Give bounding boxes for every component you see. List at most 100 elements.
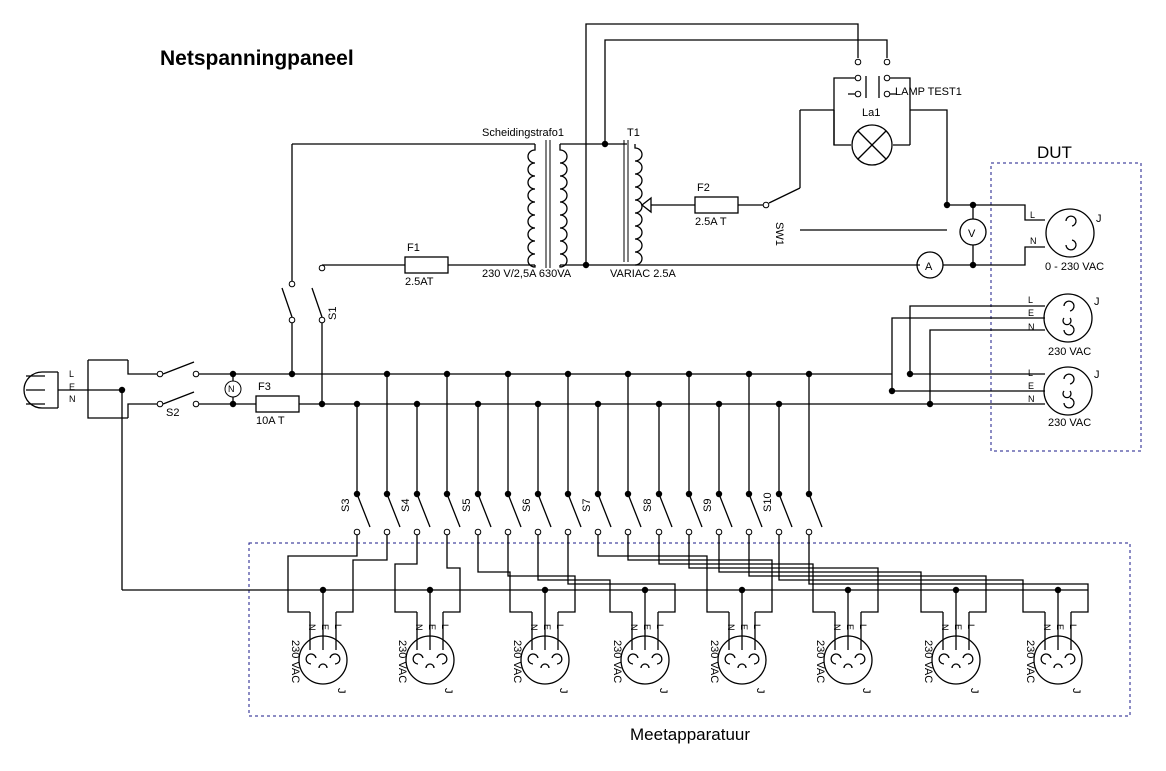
- f3-value: 10A T: [256, 415, 285, 427]
- meet-j-1: J: [335, 688, 347, 694]
- lamp-test-label: LAMP TEST1: [895, 86, 962, 98]
- dut-l-wire: [947, 204, 1045, 221]
- meet-j-4: J: [657, 688, 669, 694]
- sw1-switch: [738, 109, 834, 209]
- dut-label: DUT: [1037, 143, 1072, 162]
- dut1-pin-l: L: [1030, 210, 1035, 220]
- f2-ref: F2: [697, 182, 710, 194]
- input-cord: [58, 359, 160, 590]
- meet-voltage-8: 230 VAC: [1024, 640, 1036, 683]
- meet-voltage-3: 230 VAC: [511, 640, 523, 683]
- meet-pin-e-1: E: [320, 624, 330, 630]
- input-pin-labels: L E N: [69, 369, 76, 404]
- f3-ref: F3: [258, 381, 271, 393]
- meet-pin-l-2: L: [440, 624, 450, 629]
- dut-socket-3: [1043, 366, 1093, 416]
- meet-pin-l-8: L: [1068, 624, 1078, 629]
- outlet-switch-s4: S4: [400, 370, 461, 536]
- outlet-switch-s9: S9: [702, 370, 763, 536]
- dut-socket-2: [1043, 293, 1093, 343]
- switch-label-s4: S4: [400, 499, 412, 512]
- lamp-test-switch: [833, 58, 948, 205]
- meet-pin-e-8: E: [1055, 624, 1065, 630]
- dut3-pin-e: E: [1028, 381, 1034, 391]
- voltmeter-label: V: [968, 228, 976, 240]
- earth-junctions: [319, 586, 1062, 594]
- meet-pin-e-4: E: [642, 624, 652, 630]
- switch-label-s9: S9: [702, 499, 714, 512]
- meet-pin-l-3: L: [555, 624, 565, 629]
- dut1-voltage: 0 - 230 VAC: [1045, 261, 1104, 273]
- fuse-f3: [255, 395, 300, 413]
- isolation-transformer-icon: [527, 140, 568, 268]
- lamp-icon: [851, 124, 893, 166]
- svg-text:N: N: [228, 384, 235, 394]
- s1-switch: [281, 144, 326, 408]
- sw1-label: SW1: [773, 222, 785, 246]
- dut2-pin-e: E: [1028, 308, 1034, 318]
- dut2-j: J: [1094, 296, 1100, 308]
- dut-bus-wiring: [888, 305, 1045, 408]
- isolation-transformer-rating: 230 V/2,5A 630VA: [482, 268, 572, 280]
- switch-label-s6: S6: [521, 499, 533, 512]
- diagram-title: Netspanningpaneel: [160, 47, 354, 70]
- variac-icon: [623, 140, 695, 266]
- meet-pin-e-6: E: [845, 624, 855, 630]
- meet-j-3: J: [557, 688, 569, 694]
- meet-pin-n-3: N: [529, 624, 539, 631]
- dut-box: [990, 162, 1142, 452]
- meet-pin-e-2: E: [427, 624, 437, 630]
- meet-pin-l-4: L: [655, 624, 665, 629]
- dut2-pin-n: N: [1028, 322, 1035, 332]
- svg-text:E: E: [69, 382, 75, 392]
- outlet-switch-s3: S3: [340, 370, 401, 536]
- meet-j-8: J: [1070, 688, 1082, 694]
- meetapparatuur-box: [248, 542, 1131, 717]
- svg-text:N: N: [69, 394, 76, 404]
- fuse-f1: [404, 256, 449, 274]
- s2-switch: [156, 361, 200, 408]
- dut1-j: J: [1096, 213, 1102, 225]
- dut-socket-variac: [1045, 208, 1095, 258]
- indicator-lamp-icon: N: [224, 370, 242, 408]
- dut3-j: J: [1094, 369, 1100, 381]
- switch-label-s10: S10: [762, 492, 774, 512]
- dut-n-wire: [943, 246, 1045, 266]
- meet-pin-l-7: L: [966, 624, 976, 629]
- meet-pin-e-5: E: [739, 624, 749, 630]
- f2-value: 2.5A T: [695, 216, 727, 228]
- meet-j-6: J: [860, 688, 872, 694]
- outlet-switch-s10: S10: [762, 370, 823, 536]
- outlet-switch-s8: S8: [642, 370, 703, 536]
- dut1-pin-n: N: [1030, 236, 1037, 246]
- variac-rating: VARIAC 2.5A: [610, 268, 676, 280]
- ammeter-label: A: [925, 261, 933, 273]
- meetapparatuur-label: Meetapparatuur: [630, 725, 750, 744]
- meet-j-7: J: [968, 688, 980, 694]
- meet-pin-l-5: L: [752, 624, 762, 629]
- meet-pin-n-7: N: [940, 624, 950, 631]
- meet-j-2: J: [442, 688, 454, 694]
- meet-pin-e-3: E: [542, 624, 552, 630]
- outlet-switch-s6: S6: [521, 370, 582, 536]
- svg-text:L: L: [69, 369, 74, 379]
- dut3-pin-l: L: [1028, 368, 1033, 378]
- dut3-pin-n: N: [1028, 394, 1035, 404]
- meet-pin-l-6: L: [858, 624, 868, 629]
- meet-pin-n-4: N: [629, 624, 639, 631]
- dut2-pin-l: L: [1028, 295, 1033, 305]
- meet-voltage-7: 230 VAC: [922, 640, 934, 683]
- meet-pin-n-2: N: [414, 624, 424, 631]
- meet-voltage-2: 230 VAC: [396, 640, 408, 683]
- dut3-voltage: 230 VAC: [1048, 417, 1091, 429]
- lamp-test-feed-2: [585, 23, 859, 265]
- switch-label-s5: S5: [461, 499, 473, 512]
